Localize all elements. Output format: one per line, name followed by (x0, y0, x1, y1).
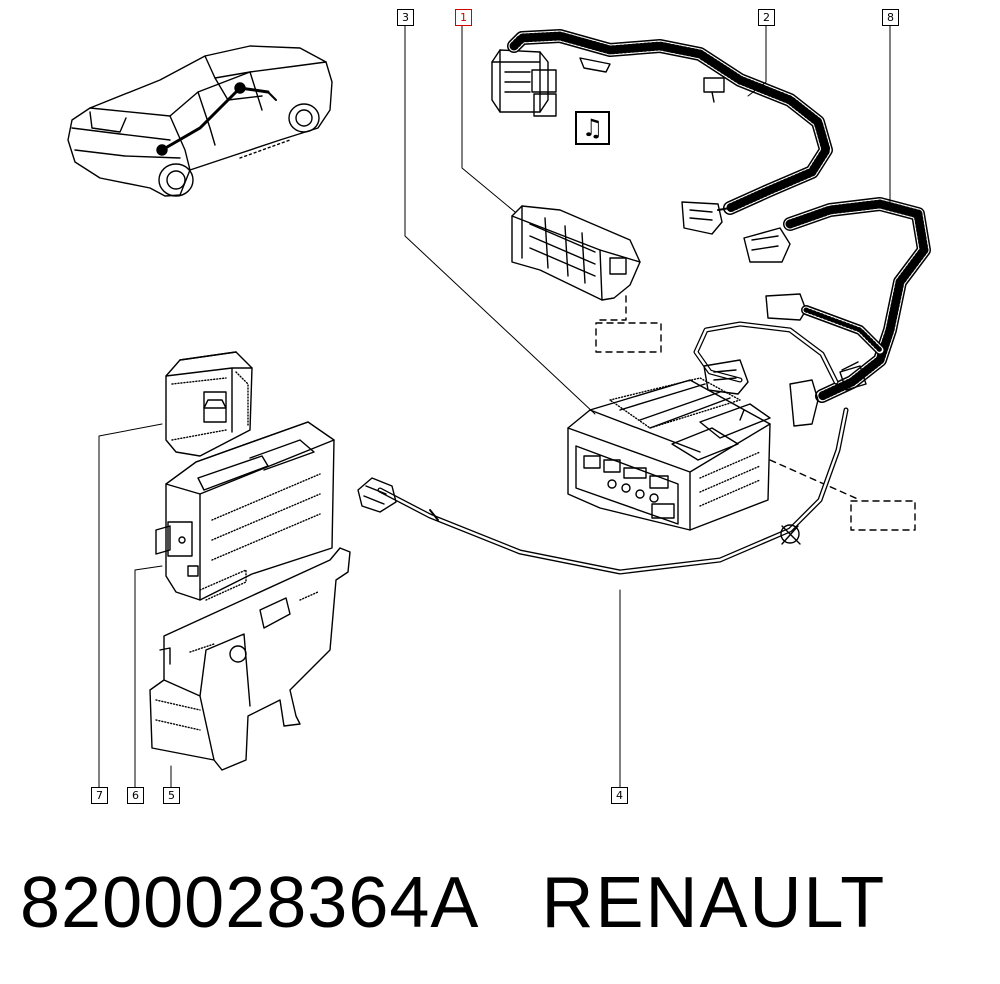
callout-3: 3 (397, 9, 414, 26)
callout-5: 5 (163, 787, 180, 804)
car-illustration (67, 45, 333, 197)
module-small (165, 351, 253, 457)
part-number: 8200028364A (20, 863, 480, 943)
callout-8: 8 (882, 9, 899, 26)
antenna-cable (357, 407, 849, 575)
callout-1: 1 (455, 9, 472, 26)
music-note-icon: ♫ (575, 111, 610, 145)
leader-lines (98, 23, 891, 789)
module-main (155, 421, 335, 601)
harness-right (743, 197, 931, 427)
harness-upper (507, 29, 833, 235)
callout-2: 2 (758, 9, 775, 26)
callout-4: 4 (611, 787, 628, 804)
part-caption: 8200028364A RENAULT (20, 858, 980, 948)
cable-loop (693, 321, 839, 395)
connector-upper (491, 49, 557, 117)
connector-lower (511, 205, 641, 301)
dashed-placeholders (595, 295, 916, 531)
callout-7: 7 (91, 787, 108, 804)
mounting-bracket (149, 547, 351, 771)
callout-6: 6 (127, 787, 144, 804)
radio-unit (567, 377, 771, 531)
exploded-parts-diagram (67, 23, 931, 789)
brand-name: RENAULT (541, 863, 887, 943)
